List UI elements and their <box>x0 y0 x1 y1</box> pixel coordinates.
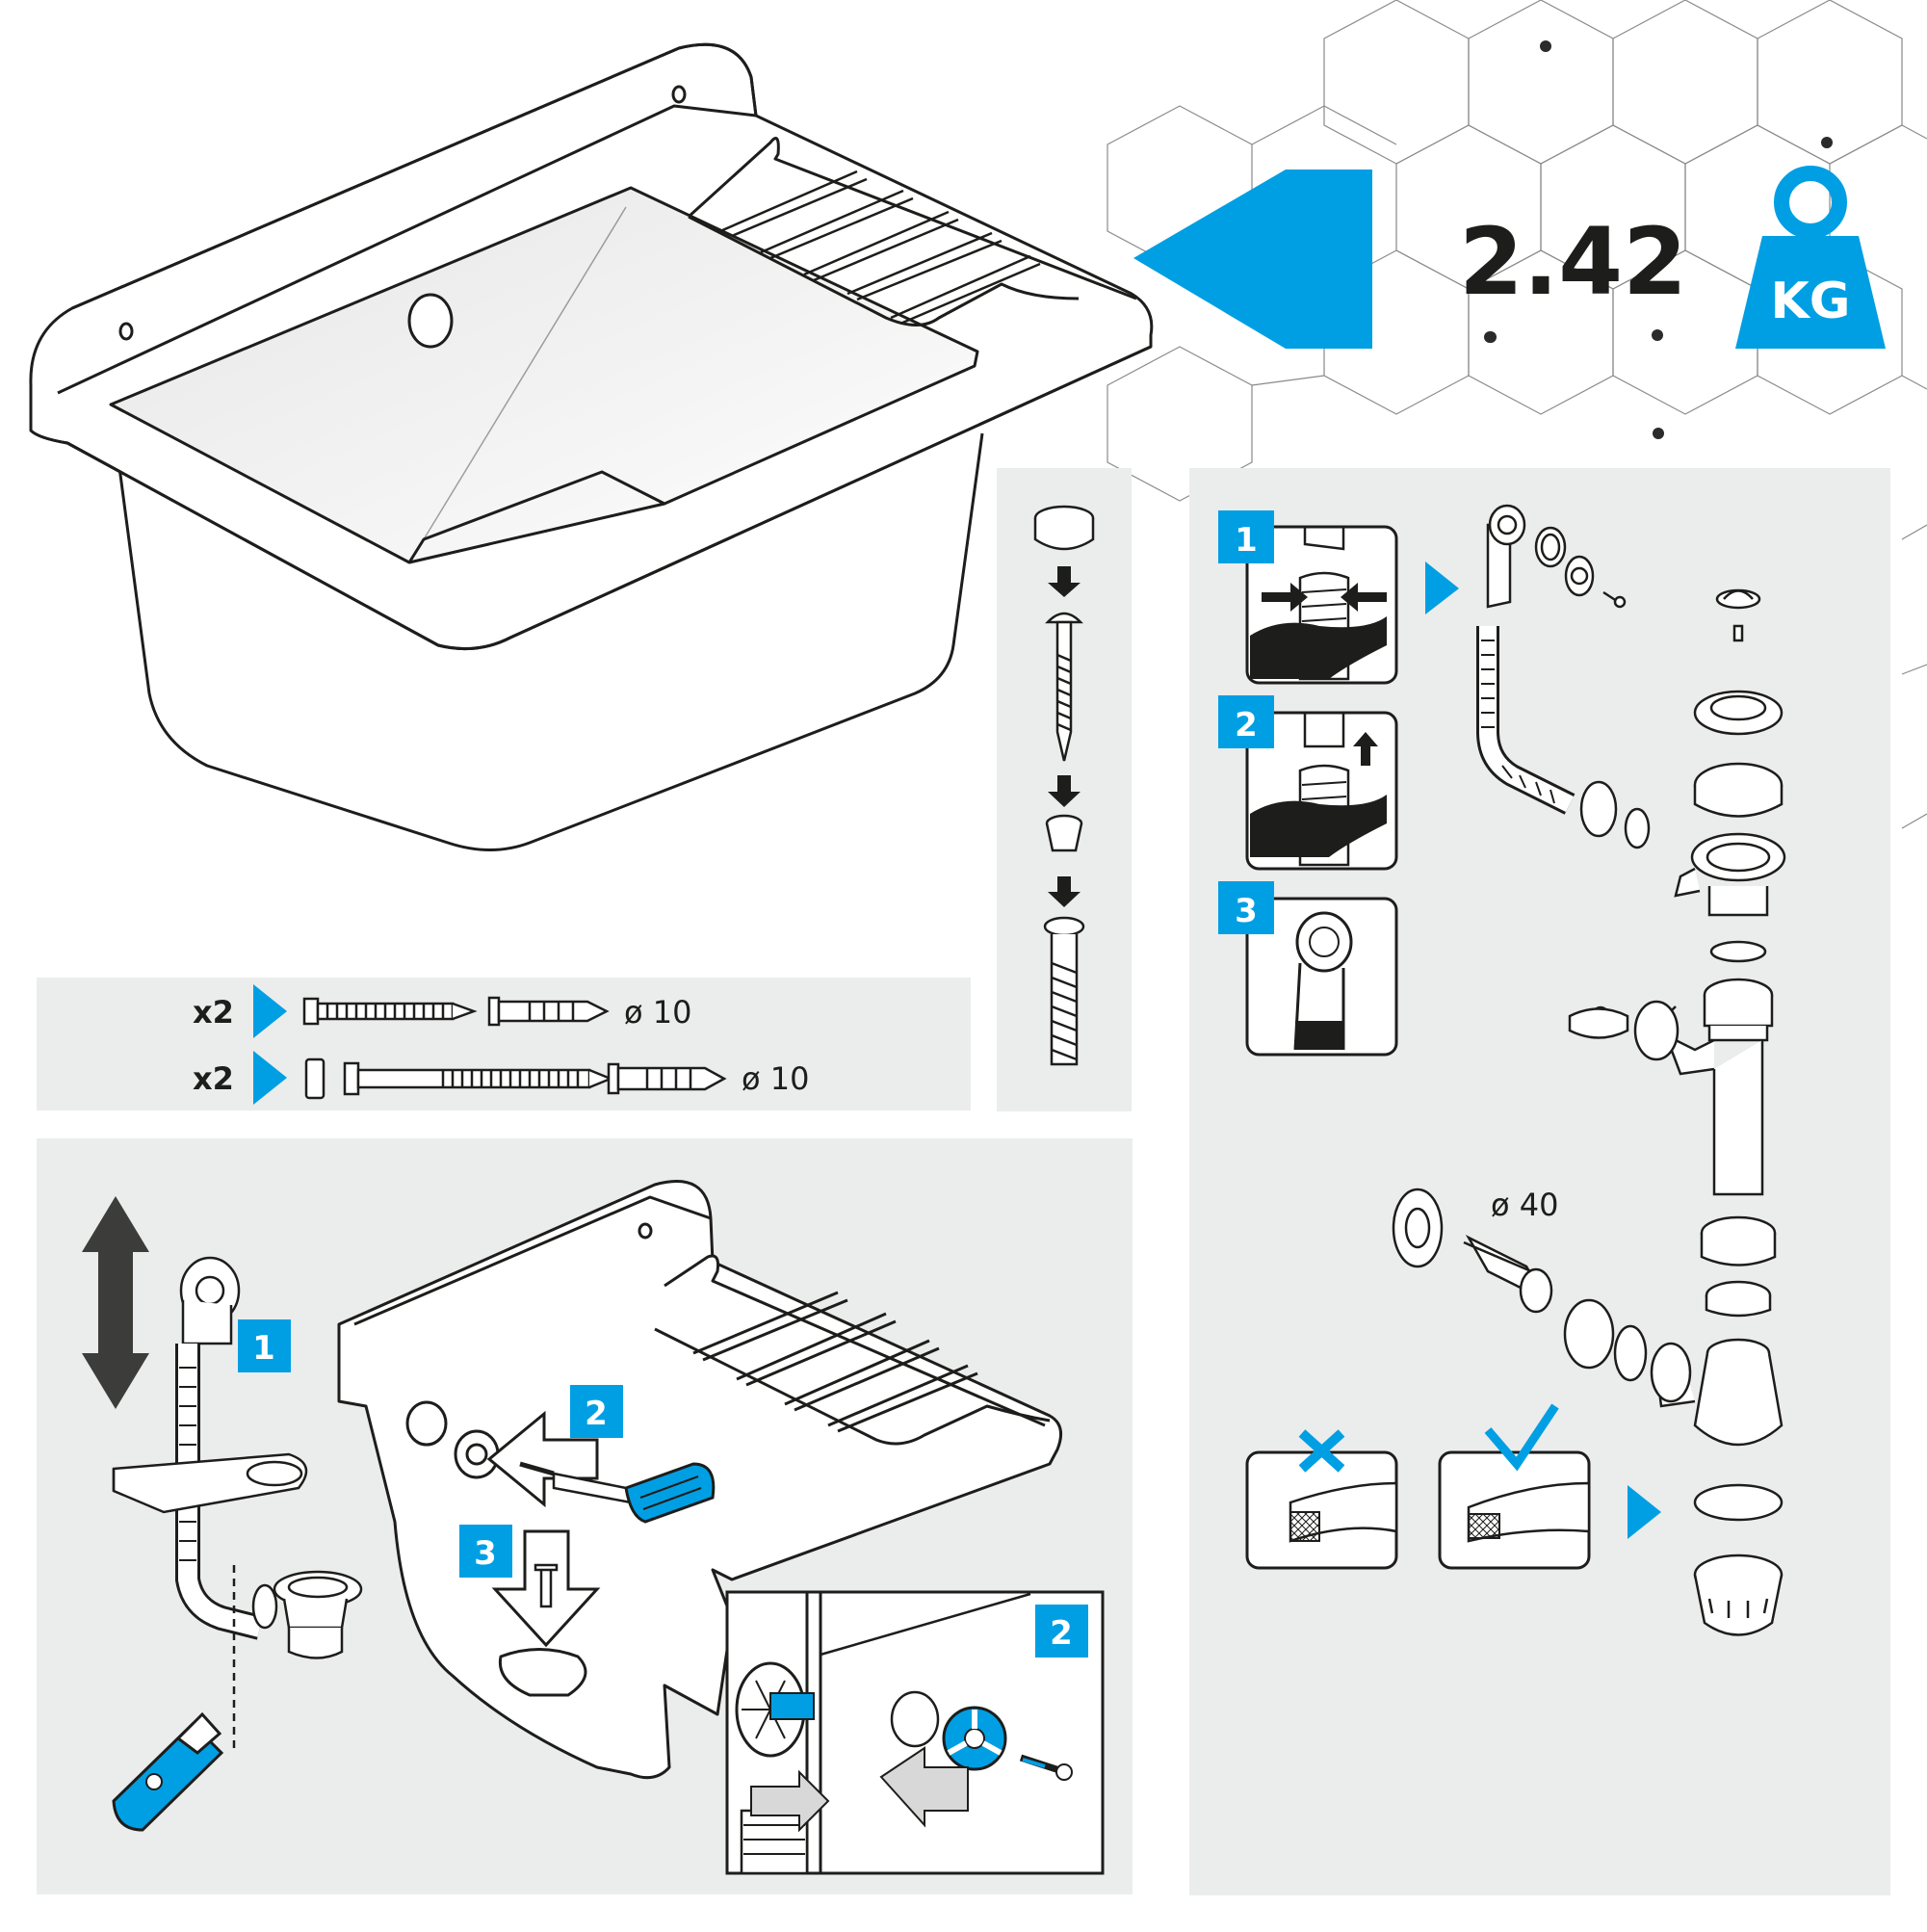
hexagon-nodes <box>1484 40 1833 439</box>
overflow-step-3: 3 <box>1218 881 1398 1057</box>
seal-correct <box>1438 1403 1591 1570</box>
fixings-panel <box>37 978 971 1110</box>
fixing-diameter-1: ø 10 <box>624 994 691 1031</box>
siphon-pointer-arrow-top <box>1425 561 1459 614</box>
screw-in-arrow <box>486 1410 599 1508</box>
overflow-badge-3 <box>1218 881 1274 934</box>
install-badge-3 <box>459 1525 512 1578</box>
cutter-knife-icon <box>112 1711 224 1832</box>
cross-icon <box>1298 1429 1345 1473</box>
weight-value: 2.42 <box>1459 208 1687 316</box>
wall-plug-1 <box>487 996 610 1027</box>
overflow-step-1: 1 <box>1218 510 1398 685</box>
overflow-badge-2 <box>1218 695 1274 748</box>
install-badge-2 <box>570 1385 623 1438</box>
screw-hex-1 <box>302 997 478 1026</box>
siphon-pipe-diameter: ø 40 <box>1491 1187 1558 1223</box>
overflow-step-label-3: 3 <box>1235 892 1258 930</box>
overflow-badge-1 <box>1218 510 1274 563</box>
down-arrow-3 <box>1048 876 1081 907</box>
install-step-label-2: 2 <box>585 1395 608 1433</box>
cover-cap <box>1033 505 1095 551</box>
install-step-label-3: 3 <box>474 1534 497 1573</box>
install-step-label-1: 1 <box>252 1329 275 1368</box>
plug-collar <box>1045 814 1083 852</box>
check-icon <box>1484 1403 1559 1472</box>
install-badge-1 <box>238 1319 291 1372</box>
fixing-count-1: x2 <box>193 994 234 1031</box>
sink-illustration <box>29 42 1154 851</box>
weight-unit: KG <box>1771 273 1851 330</box>
down-arrow-1 <box>1048 566 1081 597</box>
detail-inset: 2 <box>725 1590 1105 1875</box>
weight-pointer-arrow <box>1133 170 1372 349</box>
siphon-exploded-view <box>1392 504 1786 1636</box>
anchor-assembled <box>1043 916 1085 1066</box>
overflow-step-label-2: 2 <box>1235 706 1258 744</box>
fixing-arrow-2 <box>253 1051 287 1105</box>
siphon-pointer-arrow-bottom <box>1628 1485 1661 1539</box>
wall-plug-2 <box>607 1062 727 1095</box>
screwdriver-icon <box>519 1461 716 1524</box>
overflow-assembly <box>112 1256 363 1659</box>
weight-icon: KG <box>1735 166 1886 349</box>
screw-hex-2 <box>343 1061 614 1096</box>
drain-screw <box>534 1563 559 1608</box>
washer-2 <box>304 1057 326 1100</box>
seal-incorrect <box>1245 1429 1398 1570</box>
install-step-label-4: 2 <box>1050 1614 1073 1653</box>
fixing-arrow-1 <box>253 984 287 1038</box>
overflow-step-2: 2 <box>1218 695 1398 871</box>
fixing-count-2: x2 <box>193 1060 234 1097</box>
install-badge-4 <box>1035 1605 1088 1658</box>
vertical-adjust-arrow <box>82 1196 149 1409</box>
overflow-step-label-1: 1 <box>1235 521 1258 560</box>
down-arrow-2 <box>1048 775 1081 807</box>
fixing-diameter-2: ø 10 <box>742 1060 809 1097</box>
screw-wood <box>1045 612 1083 762</box>
